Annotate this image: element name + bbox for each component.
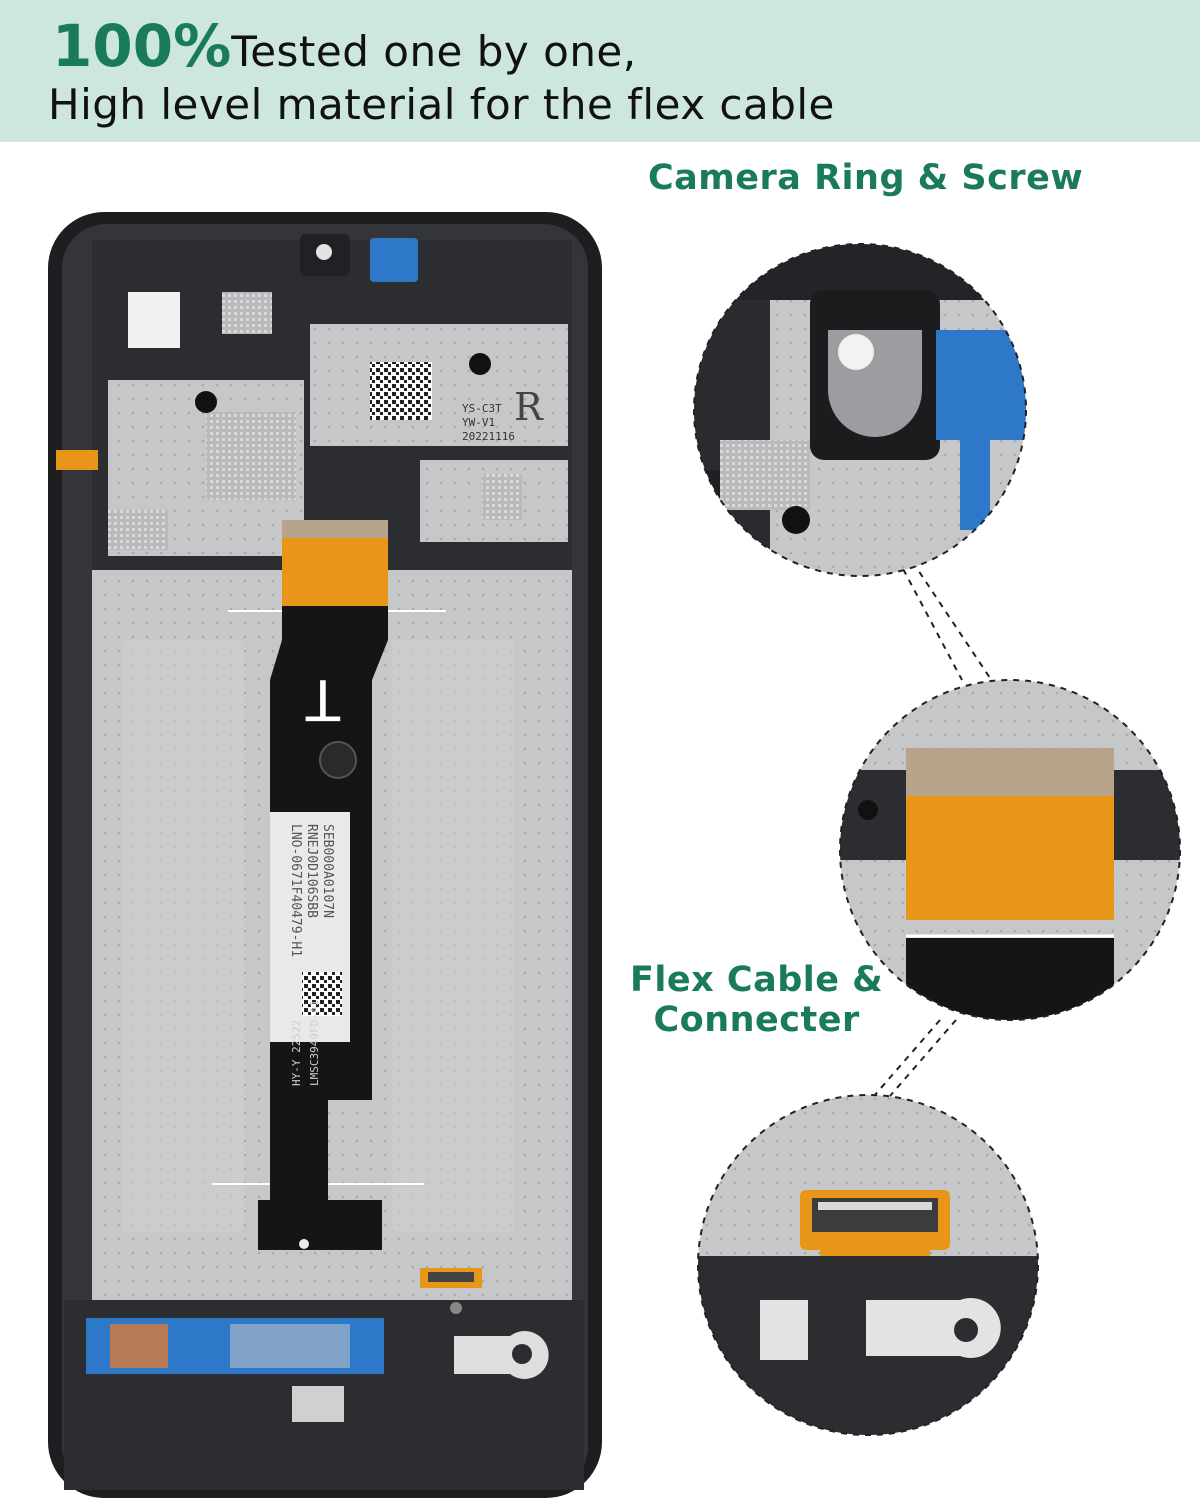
upper-midframe: YS-C3T YW-V1 20221116 R [56,234,572,570]
callout-camera-ring: Camera Ring & Screw [648,158,1084,198]
lower-midframe [64,1268,584,1490]
flex-code-2: RNEJ0D106SBB [304,824,319,918]
headline-line-2: High level material for the flex cable [48,80,835,129]
flex-code-3: SEB000A0107N [320,824,335,918]
zoom-connector [698,1095,1038,1435]
headline-line-1: 100%Tested one by one, [52,12,637,80]
board-code-2: YW-V1 [462,416,495,429]
flex-part-label: LMSC3949FD-A1 [308,1000,321,1086]
headline-line-1-text: Tested one by one, [231,27,637,76]
board-code-1: YS-C3T [462,402,502,415]
callout-flex-cable: Flex Cable & Connecter [630,960,883,1040]
flex-cable: T LNO-0671F40479-H1 RNEJ0D106SBB SEB000A… [258,520,388,1250]
zoom-camera-ring [694,244,1026,576]
product-photo: YS-C3T YW-V1 20221116 R T LNO-0671F40479… [48,212,1181,1498]
flex-hy-label: HY-Y 22522 [290,1020,303,1086]
header-banner [0,0,1200,142]
headline-percent: 100% [52,12,232,80]
flex-code-1: LNO-0671F40479-H1 [288,824,303,957]
zoom-flex-cable [840,680,1180,1020]
board-date: 20221116 [462,430,515,443]
callout-flex-line-2: Connecter [653,1000,860,1040]
board-mark: R [514,385,544,429]
flex-mark: T [305,666,341,731]
callout-flex-line-1: Flex Cable & [630,960,884,1000]
